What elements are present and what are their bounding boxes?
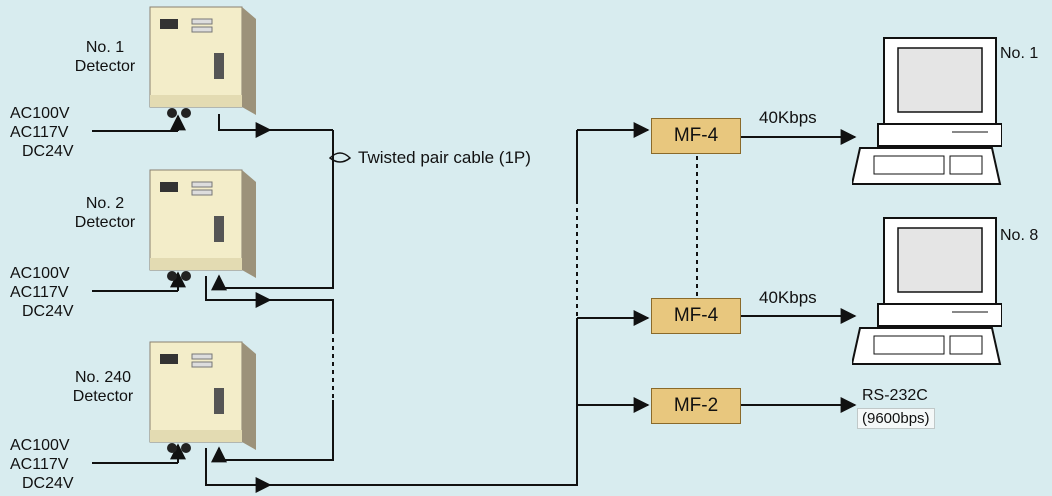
speed-label-2: 40Kbps: [759, 288, 817, 307]
power-option: AC100V: [10, 265, 70, 282]
detector-number: No. 2: [85, 195, 125, 212]
detector-type: Detector: [72, 388, 134, 405]
signal-line-240: [205, 336, 578, 486]
detector-label-240: No. 240 Detector: [48, 368, 158, 406]
power-option: AC100V: [10, 437, 70, 454]
power-option: DC24V: [22, 143, 74, 160]
signal-line-2: [205, 276, 334, 330]
detector-unit-240: [146, 340, 258, 455]
converter-mf4-1: MF-4: [651, 118, 741, 154]
power-option: AC100V: [10, 105, 70, 122]
signal-line-1: [218, 114, 268, 131]
detector-number: No. 1: [85, 39, 125, 56]
power-label-2: AC100V AC117V DC24V: [10, 264, 74, 321]
detector-type: Detector: [74, 58, 136, 75]
power-option: DC24V: [22, 475, 74, 492]
power-label-1: AC100V AC117V DC24V: [10, 104, 74, 161]
computer-label-1: No. 1: [1000, 45, 1039, 62]
converter-mf2: MF-2: [651, 388, 741, 424]
converter-mf4-2: MF-4: [651, 298, 741, 334]
detector-type: Detector: [74, 214, 136, 231]
detector-number: No. 240: [74, 369, 132, 386]
power-option: AC117V: [10, 124, 69, 141]
twisted-pair-icon: [328, 152, 352, 163]
rs232-speed-label: (9600bps): [857, 408, 935, 429]
detector-unit-1: [146, 5, 258, 120]
power-label-240: AC100V AC117V DC24V: [10, 436, 74, 493]
power-option: AC117V: [10, 456, 69, 473]
cable-label: Twisted pair cable (1P): [358, 148, 531, 167]
detector-unit-2: [146, 168, 258, 283]
detector-label-1: No. 1 Detector: [50, 38, 160, 76]
computer-label-8: No. 8: [1000, 227, 1039, 244]
power-option: DC24V: [22, 303, 74, 320]
computer-8: [850, 216, 1003, 366]
power-option: AC117V: [10, 284, 69, 301]
rs232-label: RS-232C: [862, 387, 928, 404]
computer-1: [850, 36, 1003, 186]
detector-label-2: No. 2 Detector: [50, 194, 160, 232]
speed-label-1: 40Kbps: [759, 108, 817, 127]
